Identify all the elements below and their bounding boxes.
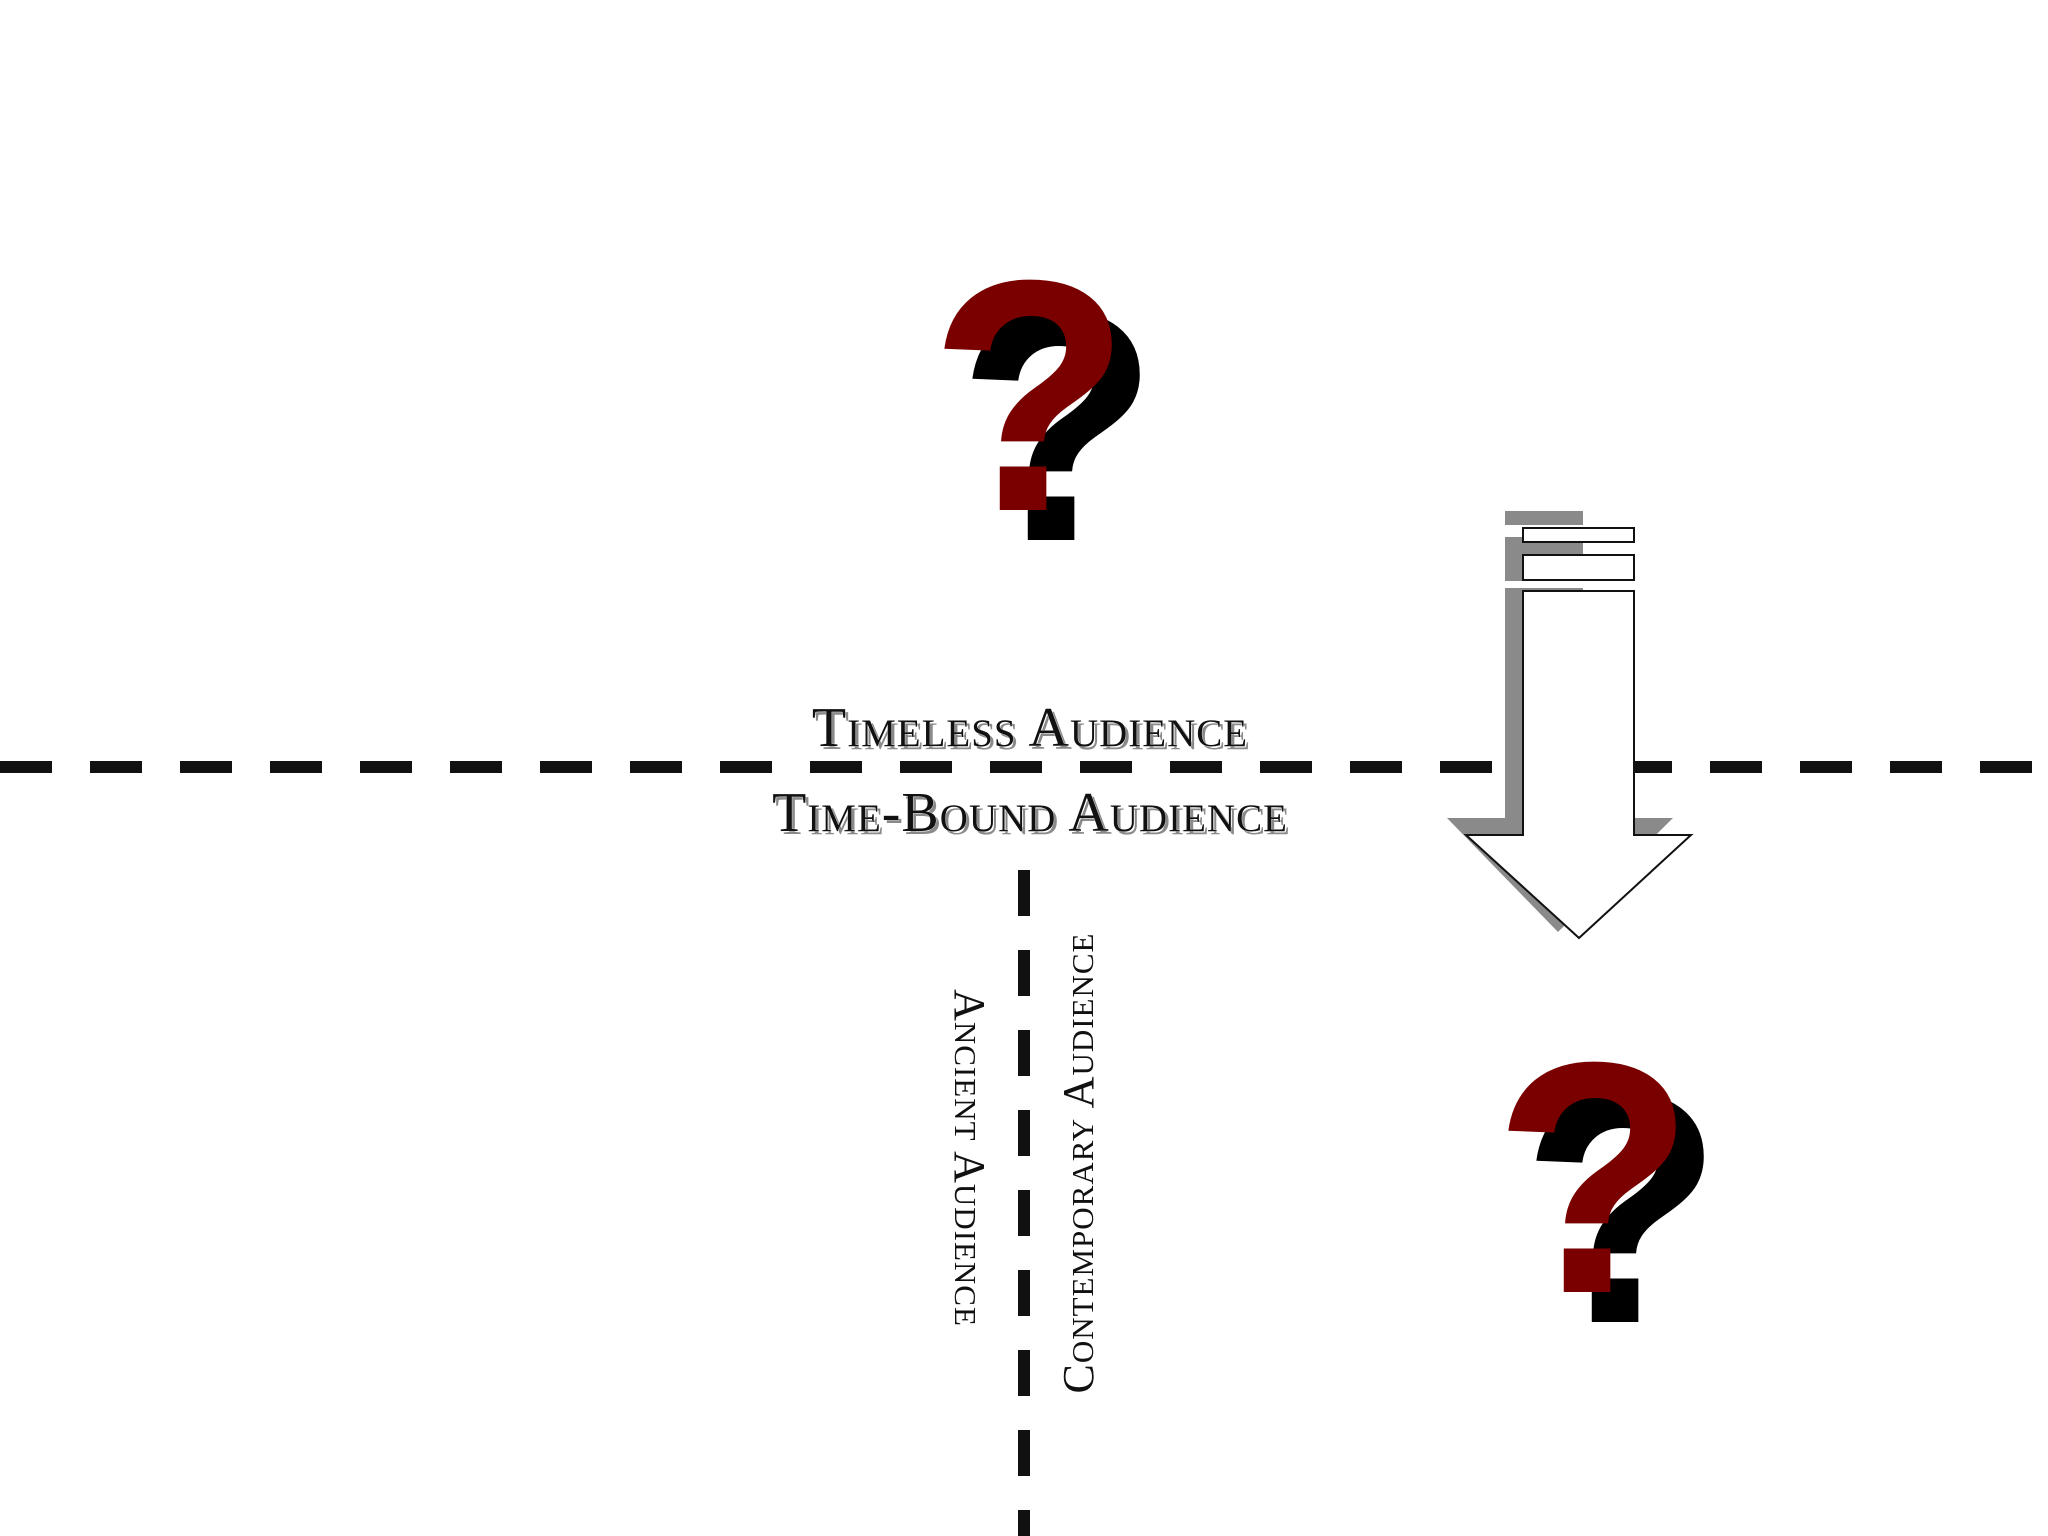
timeless-audience-label: Timeless Audience bbox=[812, 697, 1248, 759]
contemporary-audience-label: Contemporary Audience bbox=[1054, 933, 1103, 1394]
question-mark-icon: ? ? bbox=[929, 211, 1159, 610]
svg-text:?: ? bbox=[929, 211, 1131, 580]
time-bound-audience-label: Time-Bound Audience bbox=[772, 782, 1288, 844]
time-bound-audience-label: Time-Bound Audience bbox=[775, 785, 1291, 847]
timeless-audience-label: Timeless Audience bbox=[815, 700, 1251, 762]
ancient-audience-label: Ancient Audience bbox=[945, 989, 994, 1327]
question-mark-icon: ? ? bbox=[1493, 993, 1723, 1392]
svg-text:?: ? bbox=[1521, 1023, 1723, 1392]
svg-text:?: ? bbox=[957, 241, 1159, 610]
down-arrow-icon bbox=[1447, 511, 1694, 940]
svg-text:?: ? bbox=[1493, 993, 1695, 1362]
